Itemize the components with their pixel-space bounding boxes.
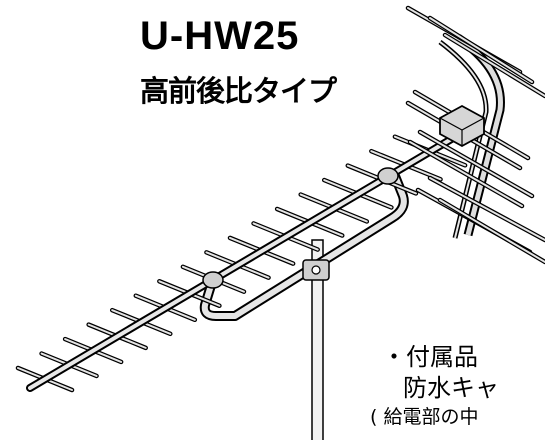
mast (311, 239, 324, 440)
accessories-item: 防水キャ (370, 368, 545, 403)
reflector-rods (405, 5, 545, 265)
accessories-heading: ・付属品 (370, 337, 545, 372)
accessories-note: ( 給電部の中 (370, 402, 545, 429)
product-subtitle: 高前後比タイプ (140, 74, 337, 108)
boom-clamp (202, 167, 399, 289)
reflector-frame (438, 34, 505, 239)
model-number: U-HW25 (140, 14, 300, 58)
feed-box (439, 104, 485, 148)
